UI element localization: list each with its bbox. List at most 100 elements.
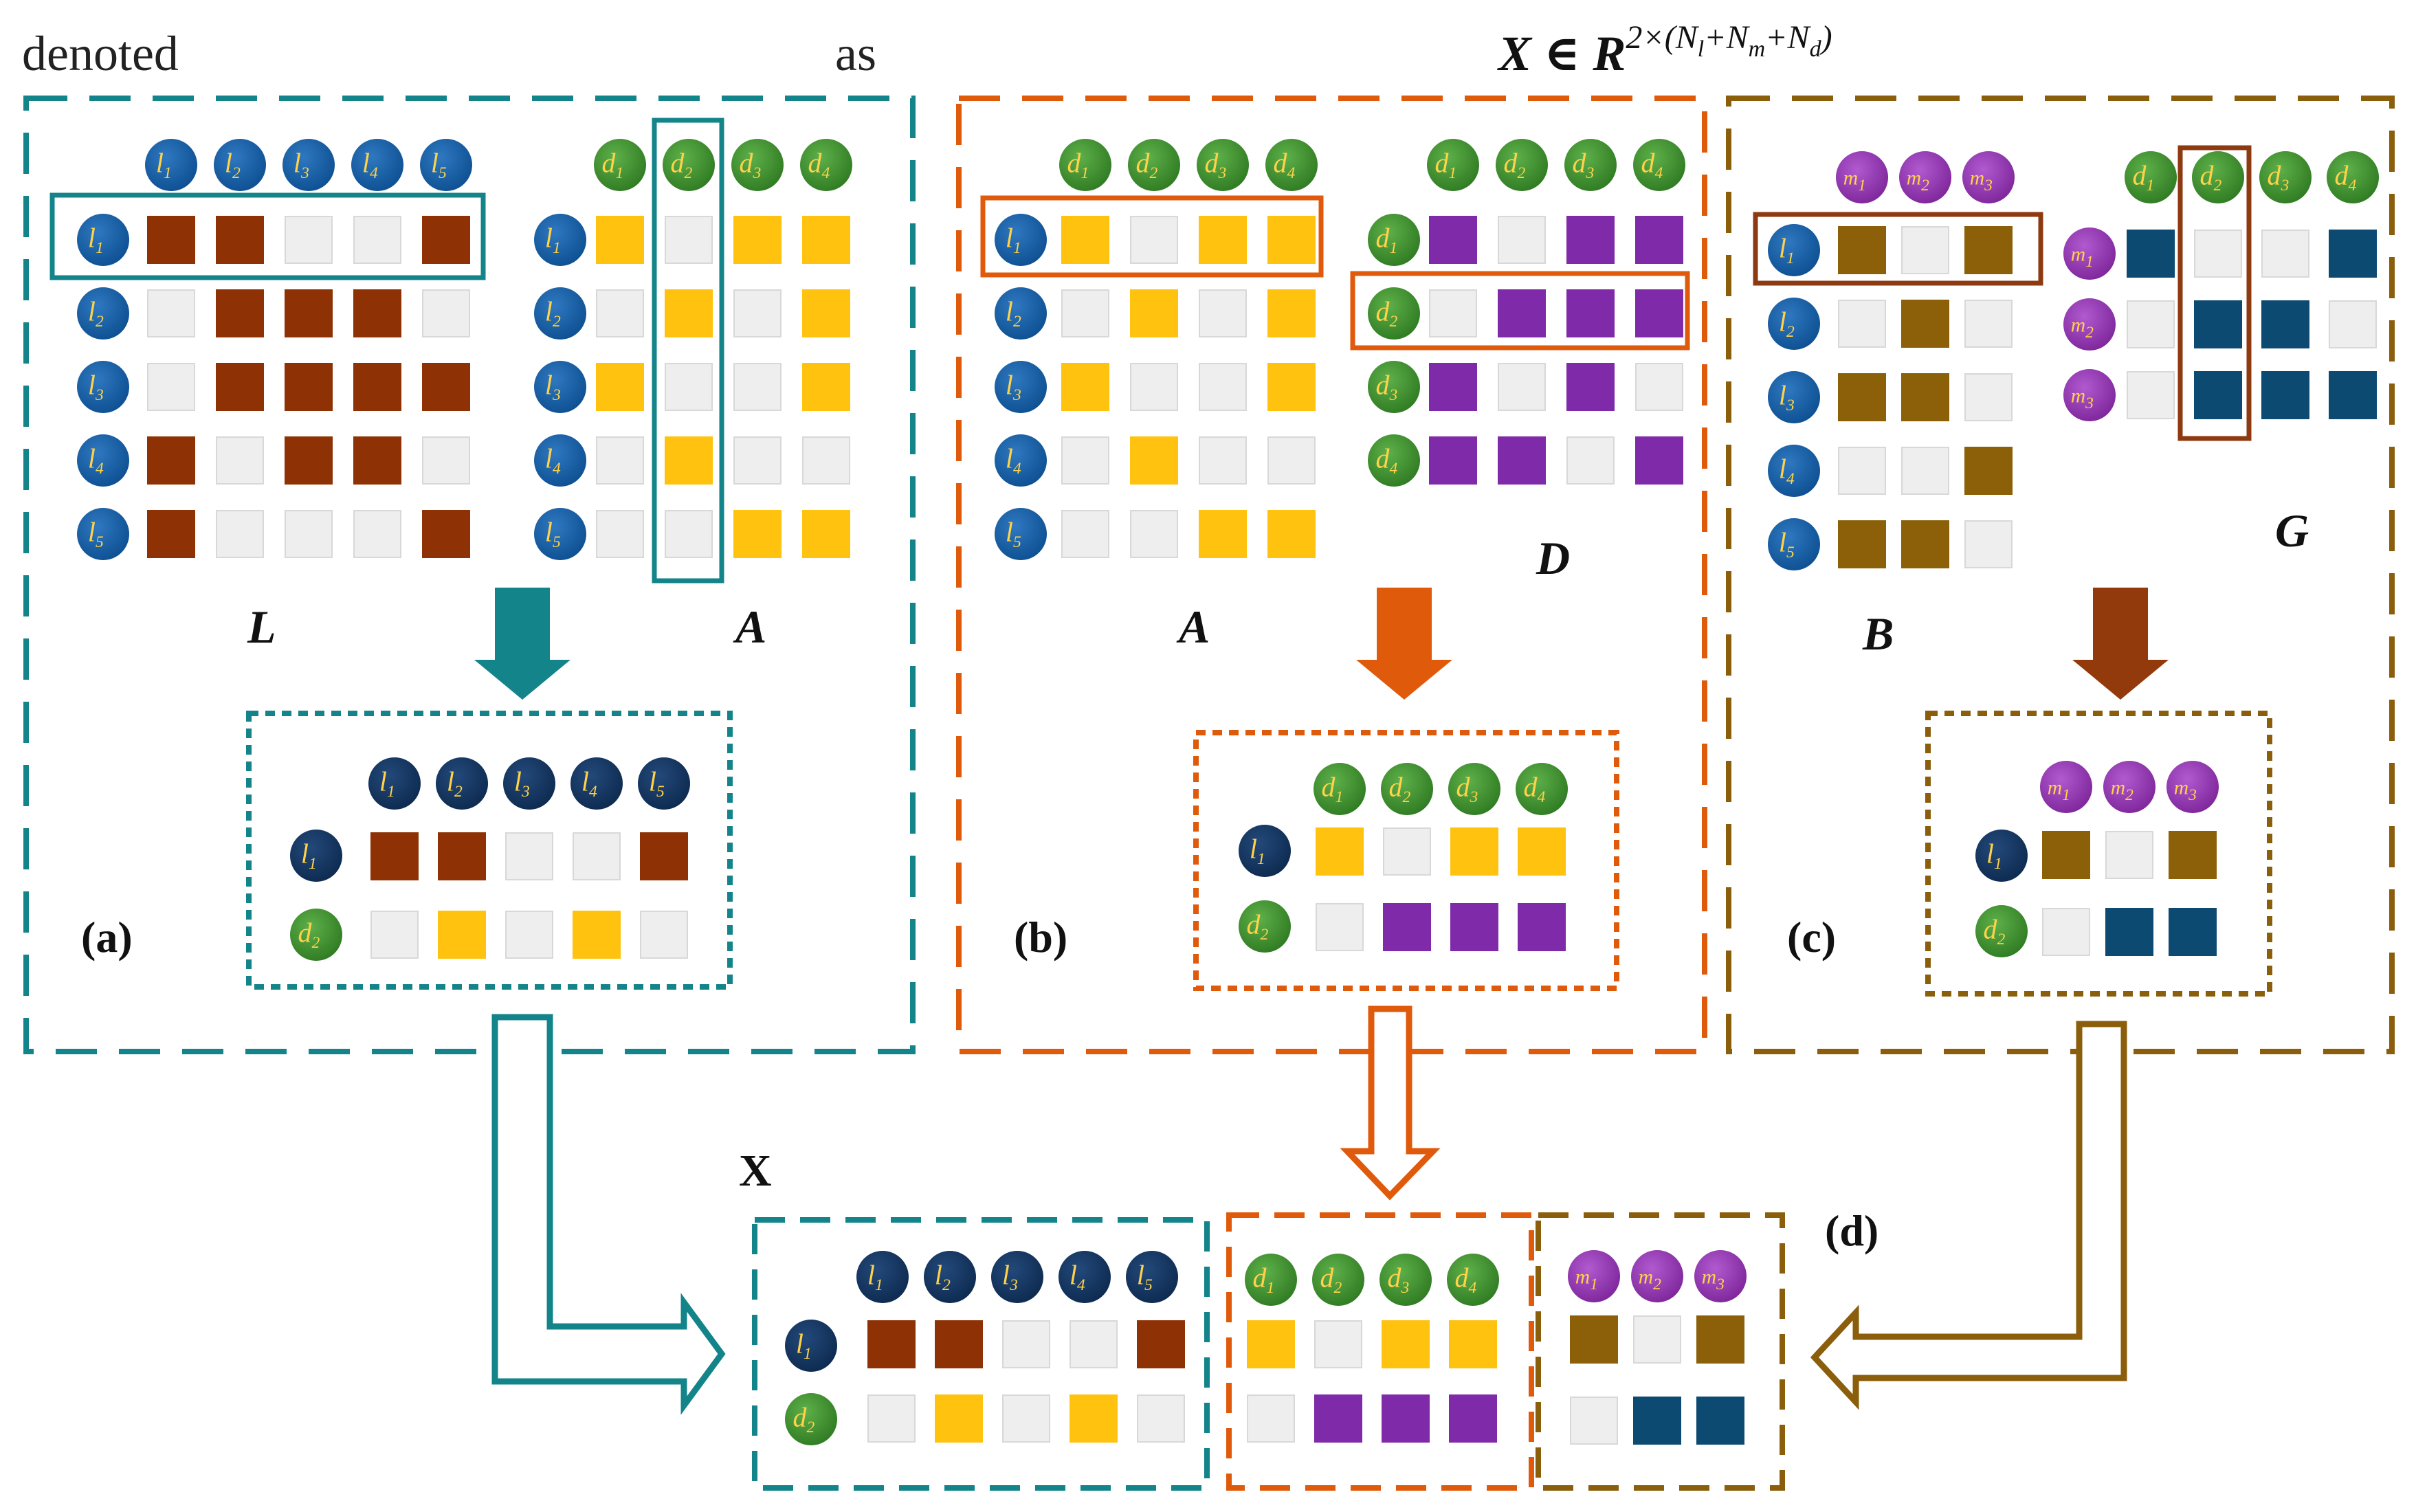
node-D-col-4: d4: [1633, 139, 1685, 191]
cell-A-2-4: [1267, 289, 1316, 337]
panel-a-frame: [23, 96, 916, 1054]
cell-res-a-l1-2: [438, 832, 486, 880]
cell-res-b-d2-1: [1316, 903, 1364, 951]
cell-B-4-1: [1838, 447, 1886, 495]
node-L-col-2: l2: [214, 139, 266, 191]
cell-L-5-3: [285, 510, 333, 558]
node-A-col-4: d4: [800, 139, 852, 191]
cell-A-2-1: [1061, 289, 1109, 337]
final-block-mirna: [1536, 1212, 1785, 1491]
cell-L-1-2: [216, 216, 264, 264]
node-D-col-2: d2: [1496, 139, 1548, 191]
cell-res-a-l1-1: [370, 832, 419, 880]
cell-res-c-l1-3: [2169, 831, 2217, 879]
cell-res-b-d2-3: [1450, 903, 1498, 951]
node-B-col-1: m1: [1836, 151, 1888, 203]
cell-res-b-l1-4: [1518, 827, 1566, 876]
node-res-c-col-1: m1: [2040, 761, 2092, 813]
cell-A-3-3: [1199, 363, 1247, 411]
cell-A-5-2: [665, 510, 713, 558]
node-B-row-1: l1: [1768, 224, 1820, 276]
node-x-col-l-4: l4: [1059, 1251, 1111, 1303]
cell-L-5-5: [422, 510, 470, 558]
cell-res-a-l1-4: [573, 832, 621, 880]
node-A-row-4: l4: [534, 434, 586, 487]
node-res-c-col-2: m2: [2103, 761, 2155, 813]
node-x-col-l-1: l1: [856, 1251, 909, 1303]
cell-A-1-4: [802, 216, 850, 264]
highlight-row-l1-A: [980, 195, 1324, 278]
cell-B-5-3: [1964, 520, 2013, 568]
cell-G-1-2: [2194, 230, 2242, 278]
node-res-c-row-d2: d2: [1975, 905, 2028, 957]
node-res-a-row-d2: d2: [290, 909, 342, 961]
cell-A-1-2: [1130, 216, 1178, 264]
cell-res-b-l1-2: [1383, 827, 1431, 876]
cell-x-d2-L-1: [867, 1394, 916, 1443]
node-G-row-2: m2: [2063, 298, 2116, 351]
cell-B-1-3: [1964, 226, 2013, 274]
cell-A-3-4: [1267, 363, 1316, 411]
node-L-col-3: l3: [282, 139, 335, 191]
node-res-c-col-3: m3: [2166, 761, 2219, 813]
cell-L-4-4: [353, 436, 401, 485]
caption-word-as: as: [835, 26, 876, 81]
cell-L-2-3: [285, 289, 333, 337]
result-box-b: [1193, 730, 1619, 991]
caption-word-denoted: denoted: [22, 26, 179, 81]
cell-L-5-4: [353, 510, 401, 558]
node-G-row-3: m3: [2063, 369, 2116, 421]
cell-A-2-3: [1199, 289, 1247, 337]
arrow-down-b: [1356, 588, 1452, 700]
cell-L-5-2: [216, 510, 264, 558]
cell-D-3-2: [1498, 363, 1546, 411]
cell-x-d2-M-2: [1633, 1397, 1681, 1445]
cell-G-1-1: [2127, 230, 2175, 278]
cell-res-c-l1-1: [2042, 831, 2090, 879]
cell-x-l1-M-1: [1570, 1315, 1618, 1364]
node-res-b-row-d2: d2: [1239, 900, 1291, 953]
node-x-col-m-2: m2: [1631, 1250, 1683, 1302]
cell-D-1-3: [1566, 216, 1615, 264]
node-B-row-2: l2: [1768, 298, 1820, 350]
cell-G-3-3: [2261, 371, 2309, 419]
cell-L-1-1: [147, 216, 195, 264]
cell-L-4-3: [285, 436, 333, 485]
cell-A-4-2: [665, 436, 713, 485]
cell-x-d2-M-1: [1570, 1397, 1618, 1445]
node-x-row-d2: d2: [785, 1393, 837, 1445]
svg-text:d2: d2: [1983, 914, 2005, 948]
node-A-row-4: l4: [995, 434, 1047, 487]
node-res-c-row-l1: l1: [1975, 830, 2028, 882]
cell-L-5-1: [147, 510, 195, 558]
node-D-row-1: d1: [1368, 214, 1420, 266]
matrix-name-B: B: [1862, 608, 1894, 660]
node-x-row-l1: l1: [785, 1320, 837, 1372]
cell-A-3-1: [1061, 363, 1109, 411]
node-A-row-2: l2: [995, 287, 1047, 340]
node-L-row-1: l1: [77, 214, 129, 266]
svg-text:d4: d4: [1273, 148, 1295, 182]
node-G-row-1: m1: [2063, 227, 2116, 280]
cell-A-1-3: [733, 216, 782, 264]
cell-L-4-1: [147, 436, 195, 485]
cell-x-l1-L-4: [1070, 1320, 1118, 1368]
node-res-b-row-l1: l1: [1239, 825, 1291, 877]
cell-x-l1-L-1: [867, 1320, 916, 1368]
node-L-col-4: l4: [351, 139, 403, 191]
node-A-row-3: l3: [995, 361, 1047, 413]
cell-D-1-2: [1498, 216, 1546, 264]
cell-L-3-3: [285, 363, 333, 411]
hollow-arrow-c-to-d: [1810, 1021, 2127, 1410]
cell-x-l1-D-1: [1247, 1320, 1295, 1368]
node-x-col-d-2: d2: [1312, 1254, 1364, 1306]
cell-x-d2-D-2: [1314, 1394, 1362, 1443]
cell-G-2-3: [2261, 300, 2309, 348]
cell-A-5-1: [596, 510, 644, 558]
node-x-col-d-3: d3: [1379, 1254, 1432, 1306]
node-x-col-l-5: l5: [1126, 1251, 1178, 1303]
cell-B-3-2: [1901, 373, 1949, 421]
cell-B-5-2: [1901, 520, 1949, 568]
node-D-col-3: d3: [1564, 139, 1617, 191]
